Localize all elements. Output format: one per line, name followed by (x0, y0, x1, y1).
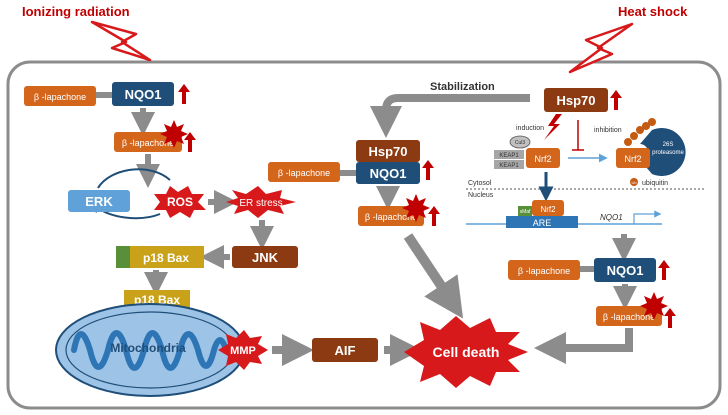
mitochondria-shape (55, 303, 245, 397)
lapachone-box-middle: β -lapachone (268, 162, 340, 182)
are-box: ARE (506, 216, 578, 228)
up-arrow-icon-lap-left (184, 132, 196, 152)
svg-text:26S: 26S (663, 142, 674, 148)
up-arrow-icon-nqo1-right (658, 260, 670, 280)
svg-text:Nrf2: Nrf2 (624, 154, 641, 164)
aif-box: AIF (312, 338, 378, 362)
svg-text:β -lapachone: β -lapachone (518, 266, 570, 276)
jnk-box: JNK (232, 246, 298, 268)
ionizing-radiation-label: Ionizing radiation (22, 4, 130, 19)
connector-lap-nqo1-middle (340, 170, 356, 176)
svg-text:sMaf: sMaf (520, 209, 531, 215)
nrf2-box-nuclear: Nrf2 (532, 200, 564, 216)
lightning-icon-heat (568, 22, 634, 74)
svg-text:β -lapachone: β -lapachone (365, 212, 417, 222)
svg-text:β -lapachone: β -lapachone (278, 168, 330, 178)
svg-text:NQO1: NQO1 (370, 166, 407, 181)
heat-shock-label: Heat shock (618, 4, 688, 19)
cell-death-burst: Cell death (404, 316, 528, 388)
lapachone-box-right: β -lapachone (508, 260, 580, 280)
svg-text:ROS: ROS (167, 195, 193, 209)
hsp70-box-middle: Hsp70 (356, 140, 420, 162)
nqo1-box-right: NQO1 (594, 258, 656, 282)
stabilization-arrow (370, 94, 530, 138)
connector-lap-nqo1-right (580, 266, 594, 272)
keap1-complex: Cul3 KEAP1 KEAP1 (494, 135, 531, 169)
svg-text:MMP: MMP (230, 345, 256, 357)
nqo1-box-middle: NQO1 (356, 162, 420, 184)
transcription-start-arrow (633, 210, 662, 224)
smaf-box: sMaf (518, 206, 532, 216)
lapachone-active-box-middle: β -lapachone (358, 206, 424, 226)
svg-text:ER stress: ER stress (239, 198, 282, 209)
p18-bax-box-top: p18 Bax (116, 246, 204, 268)
erk-box: ERK (68, 190, 130, 212)
starburst-icon-lap-right (640, 292, 668, 320)
ros-burst: ROS (154, 186, 206, 218)
nqo1-box-left: NQO1 (112, 82, 174, 106)
svg-text:KEAP1: KEAP1 (499, 153, 519, 159)
svg-text:p18 Bax: p18 Bax (143, 251, 189, 265)
svg-text:NQO1: NQO1 (607, 263, 644, 278)
up-arrow-icon-lap-middle (428, 206, 440, 226)
ubiquitin-chain-icon (624, 118, 656, 146)
connector-lap-nqo1-left (96, 92, 114, 98)
nqo1-gene-label: NQO1 (600, 213, 623, 222)
svg-text:ARE: ARE (533, 218, 552, 228)
svg-text:Hsp70: Hsp70 (556, 93, 595, 108)
svg-text:ERK: ERK (85, 194, 113, 209)
stabilization-label: Stabilization (430, 81, 495, 93)
arrow-lap-right-to-death (534, 328, 633, 364)
svg-text:Hsp70: Hsp70 (368, 144, 407, 159)
up-arrow-icon-lap-right (664, 308, 676, 328)
lapachone-box-left: β -lapachone (24, 86, 96, 106)
proteasome-shape: 26S proteasome (640, 128, 686, 176)
svg-text:Ub: Ub (631, 180, 637, 185)
mitochondria-label: Mitochondria (110, 341, 186, 355)
up-arrow-icon-nqo1-left (178, 84, 190, 104)
svg-text:proteasome: proteasome (652, 150, 684, 156)
ubiquitin-legend-icon: Ub (630, 178, 638, 186)
lightning-icon-ionizing (90, 20, 152, 62)
nrf2-box-degraded: Nrf2 (616, 148, 650, 168)
svg-text:β -lapachone: β -lapachone (122, 138, 174, 148)
up-arrow-icon-nqo1-middle (422, 160, 434, 180)
svg-text:Cul3: Cul3 (515, 140, 526, 146)
svg-text:NQO1: NQO1 (125, 87, 162, 102)
up-arrow-icon-hsp70-right (610, 90, 622, 110)
svg-text:Nrf2: Nrf2 (534, 154, 551, 164)
svg-text:AIF: AIF (335, 343, 356, 358)
inhibition-bar-icon (572, 120, 584, 151)
svg-text:JNK: JNK (252, 250, 279, 265)
mmp-burst: MMP (218, 330, 268, 370)
starburst-icon-lap-left (160, 120, 188, 148)
starburst-icon-lap-middle (402, 194, 430, 222)
ubiquitin-label: ubiquitin (642, 180, 668, 187)
svg-text:Cell death: Cell death (433, 344, 500, 360)
er-stress-burst: ER stress (226, 186, 296, 218)
nrf2-box-keap: Nrf2 (526, 148, 560, 168)
induction-label: induction (516, 125, 544, 132)
lapachone-active-box-right: β -lapachone (596, 306, 662, 326)
svg-text:β -lapachone: β -lapachone (603, 312, 655, 322)
hsp70-box-right: Hsp70 (544, 88, 608, 112)
lightning-icon-induction (544, 114, 562, 140)
svg-text:Nrf2: Nrf2 (540, 205, 556, 214)
arrow-lap-middle-to-death (403, 233, 464, 319)
inhibition-label: inhibition (594, 127, 622, 134)
lapachone-active-box-left: β -lapachone (114, 132, 182, 152)
cytosol-label: Cytosol (468, 180, 492, 187)
svg-text:KEAP1: KEAP1 (499, 163, 519, 169)
nucleus-label: Nucleus (468, 192, 494, 199)
svg-text:β -lapachone: β -lapachone (34, 92, 86, 102)
